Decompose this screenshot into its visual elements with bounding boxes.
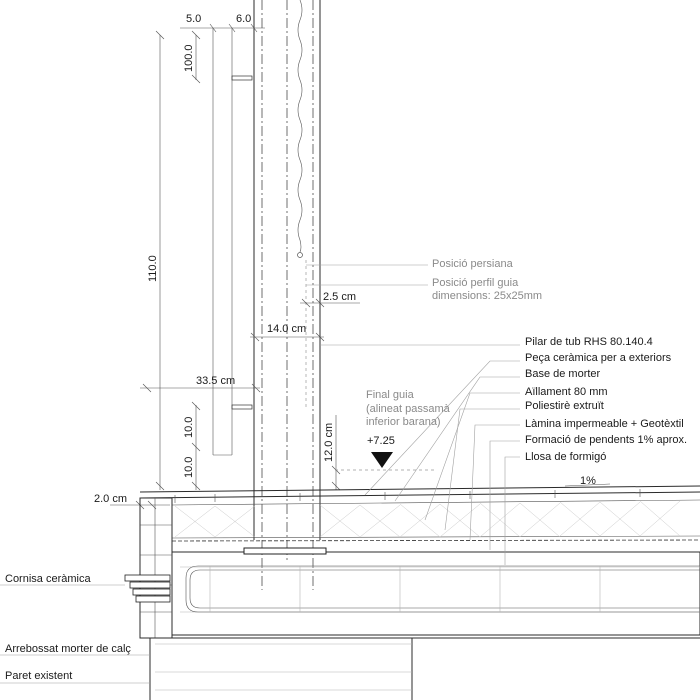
label-arrebossat: Arrebossat morter de calç bbox=[5, 643, 131, 655]
label-lamina: Làmina impermeable + Geotèxtil bbox=[525, 418, 684, 430]
level-label: +7.25 bbox=[367, 435, 395, 447]
label-poliestire: Poliestirè extruït bbox=[525, 400, 604, 412]
dim-12: 12.0 cm bbox=[323, 423, 335, 462]
label-final-guia-1: Final guia bbox=[366, 389, 415, 401]
label-posicio-perfil-1: Posició perfil guia bbox=[432, 277, 519, 289]
roof-layers bbox=[124, 485, 700, 700]
label-formacio: Formació de pendents 1% aprox. bbox=[525, 434, 687, 446]
label-cornisa: Cornisa ceràmica bbox=[5, 573, 91, 585]
label-peca: Peça ceràmica per a exteriors bbox=[525, 352, 672, 364]
level-marker-icon bbox=[371, 452, 393, 468]
leader-lines bbox=[0, 264, 520, 684]
shutter-chain bbox=[297, 0, 303, 253]
dim-10-lower: 10.0 bbox=[183, 457, 195, 478]
dim-100: 100.0 bbox=[183, 44, 195, 72]
label-aillament: Aïllament 80 mm bbox=[525, 386, 608, 398]
dim-10-upper: 10.0 bbox=[183, 417, 195, 438]
label-final-guia-3: inferior barana) bbox=[366, 416, 441, 428]
label-base: Base de morter bbox=[525, 368, 601, 380]
slope-label: 1% bbox=[580, 475, 596, 487]
dim-25: 2.5 cm bbox=[323, 291, 356, 303]
dim-5: 5.0 bbox=[186, 13, 201, 25]
dimension-lines bbox=[110, 23, 435, 510]
label-llosa: Llosa de formigó bbox=[525, 451, 606, 463]
dim-6: 6.0 bbox=[236, 13, 251, 25]
label-pilar: Pilar de tub RHS 80.140.4 bbox=[525, 336, 653, 348]
dim-2: 2.0 cm bbox=[94, 493, 127, 505]
dim-335: 33.5 cm bbox=[196, 375, 235, 387]
label-posicio-perfil-2: dimensions: 25x25mm bbox=[432, 290, 542, 302]
label-posicio-persiana: Posició persiana bbox=[432, 258, 514, 270]
dim-14: 14.0 cm bbox=[267, 323, 306, 335]
railing-assembly bbox=[212, 0, 321, 590]
dim-110: 110.0 bbox=[147, 255, 159, 282]
label-final-guia-2: (alineat passamà bbox=[366, 403, 451, 415]
label-paret: Paret existent bbox=[5, 670, 72, 682]
